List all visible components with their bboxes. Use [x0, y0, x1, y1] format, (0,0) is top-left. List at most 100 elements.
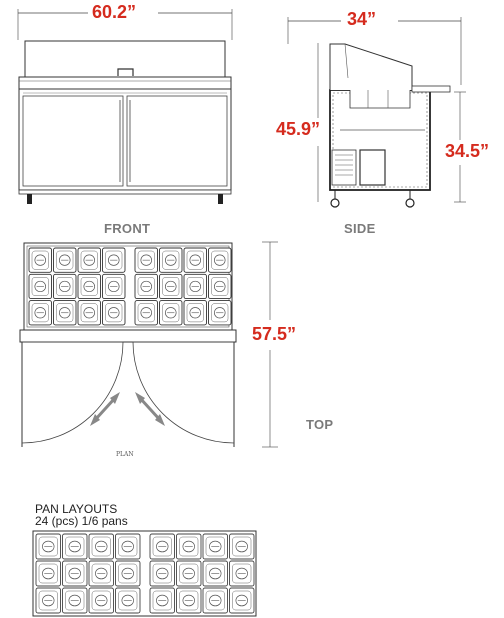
pan-knob-icon	[42, 594, 55, 607]
height-dimension: 45.9”	[276, 119, 321, 139]
side-view-label: SIDE	[344, 221, 376, 236]
pan-cell	[208, 300, 232, 326]
pan-knob-icon	[140, 254, 152, 266]
pan-cell	[208, 247, 232, 273]
pan-cell	[229, 587, 255, 614]
pan-knob-icon	[209, 540, 222, 553]
pan-knob-icon	[214, 280, 226, 293]
pan-cell	[35, 560, 61, 587]
pan-cell	[88, 587, 114, 614]
pan-cell	[208, 273, 232, 300]
pan-cell	[229, 533, 255, 560]
pan-knob-icon	[140, 307, 152, 319]
pan-cell	[35, 587, 61, 614]
pan-knob-icon	[209, 594, 222, 607]
pan-cell	[88, 533, 114, 560]
pan-layouts-title: PAN LAYOUTS	[35, 502, 118, 516]
pan-cell	[28, 273, 52, 300]
pan-knob-icon	[182, 540, 195, 553]
pan-cell	[183, 247, 207, 273]
pan-cell	[149, 560, 175, 587]
pan-cell	[115, 560, 141, 587]
pan-knob-icon	[214, 254, 226, 266]
pan-knob-icon	[182, 567, 195, 580]
pan-knob-icon	[83, 280, 95, 293]
pan-layout-frame	[32, 530, 257, 617]
pan-knob-icon	[34, 307, 46, 319]
pan-cell	[62, 587, 88, 614]
pan-cell	[183, 273, 207, 300]
pan-cell	[53, 247, 77, 273]
pan-knob-icon	[95, 594, 108, 607]
pan-knob-icon	[68, 567, 81, 580]
pan-cell	[62, 533, 88, 560]
pan-cell	[28, 300, 52, 326]
pan-cell	[62, 560, 88, 587]
pan-knob-icon	[95, 540, 108, 553]
pan-knob-icon	[108, 280, 120, 293]
pan-knob-icon	[182, 594, 195, 607]
pan-knob-icon	[235, 540, 248, 553]
pan-cell	[134, 247, 158, 273]
pan-cell	[102, 247, 126, 273]
pan-knob-icon	[214, 307, 226, 319]
pan-knob-icon	[156, 567, 169, 580]
pan-knob-icon	[156, 540, 169, 553]
pan-knob-icon	[235, 567, 248, 580]
pan-knob-icon	[156, 594, 169, 607]
front-view-label: FRONT	[104, 221, 151, 236]
pan-cell	[176, 560, 202, 587]
pan-knob-icon	[59, 280, 71, 293]
top-depth-dimension: 57.5”	[252, 324, 297, 344]
pan-cell	[115, 533, 141, 560]
pan-cell	[134, 273, 158, 300]
pan-knob-icon	[34, 254, 46, 266]
pan-cell	[77, 247, 101, 273]
pan-cell	[159, 273, 183, 300]
pan-knob-icon	[121, 540, 134, 553]
pan-cell	[159, 247, 183, 273]
pan-knob-icon	[165, 280, 177, 293]
pan-knob-icon	[235, 594, 248, 607]
plan-label: PLAN	[116, 451, 134, 458]
work-height-dimension: 34.5”	[445, 141, 490, 161]
width-dimension: 60.2”	[92, 2, 137, 22]
top-view-label: TOP	[306, 417, 334, 432]
pan-cell	[202, 587, 228, 614]
pan-knob-icon	[68, 594, 81, 607]
pan-cell	[149, 587, 175, 614]
pan-knob-icon	[59, 254, 71, 266]
pan-knob-icon	[42, 540, 55, 553]
pan-knob-icon	[95, 567, 108, 580]
pan-knob-icon	[189, 254, 201, 266]
pan-knob-icon	[165, 254, 177, 266]
pan-cell	[202, 560, 228, 587]
pan-knob-icon	[165, 307, 177, 319]
pan-knob-icon	[209, 567, 222, 580]
pan-knob-icon	[68, 540, 81, 553]
pan-cell	[102, 273, 126, 300]
pan-layouts-subtitle: 24 (pcs) 1/6 pans	[35, 514, 128, 528]
pan-cell	[229, 560, 255, 587]
pan-cell	[115, 587, 141, 614]
pan-knob-icon	[121, 594, 134, 607]
pan-cell	[35, 533, 61, 560]
pan-cell	[176, 533, 202, 560]
pan-cell	[88, 560, 114, 587]
pan-cell	[102, 300, 126, 326]
pan-knob-icon	[108, 307, 120, 319]
pan-knob-icon	[59, 307, 71, 319]
pan-knob-icon	[189, 280, 201, 293]
pan-knob-icon	[83, 307, 95, 319]
pan-cell	[77, 300, 101, 326]
pan-cell	[149, 533, 175, 560]
pan-cell	[176, 587, 202, 614]
pan-knob-icon	[83, 254, 95, 266]
pan-cell	[77, 273, 101, 300]
pan-knob-icon	[42, 567, 55, 580]
pan-cell	[28, 247, 52, 273]
pan-knob-icon	[108, 254, 120, 266]
